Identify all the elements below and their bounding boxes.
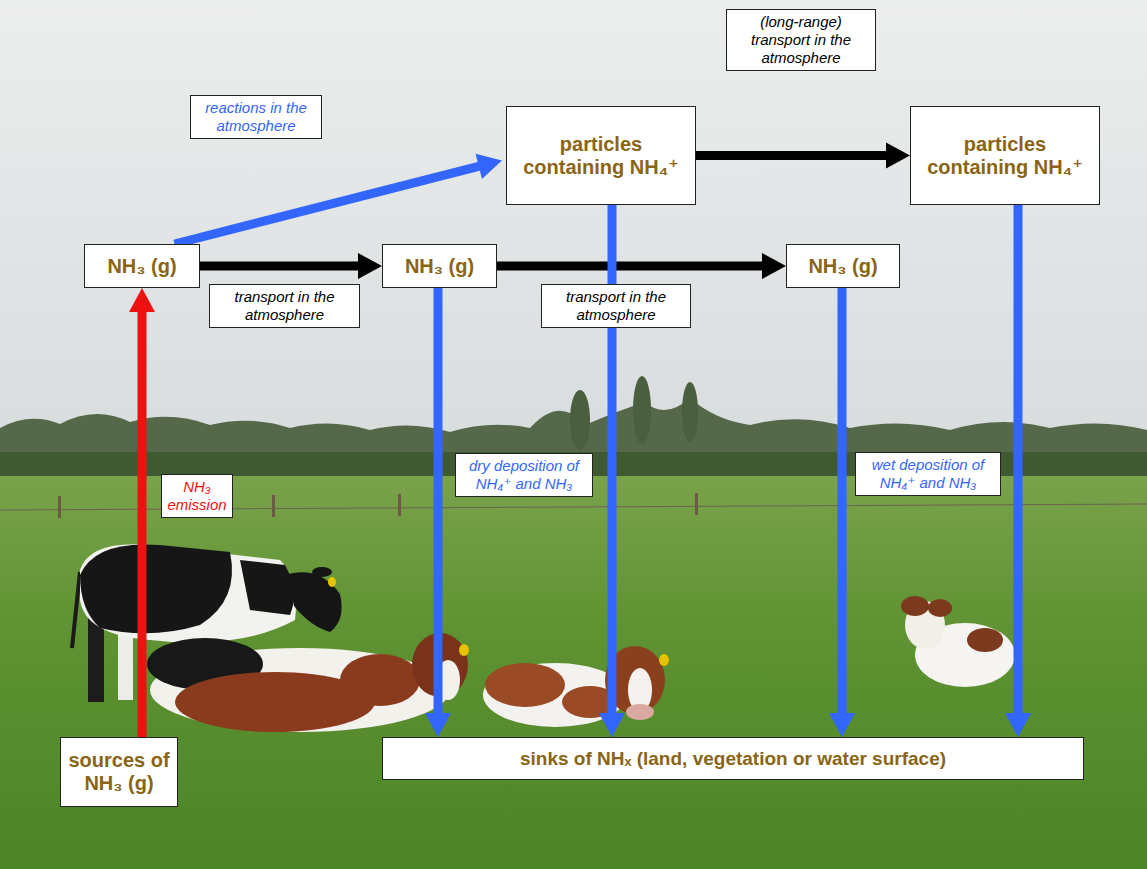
cow-patch (485, 663, 565, 707)
node-text: NH₃ (g) (107, 255, 176, 278)
arrow-head (829, 713, 855, 737)
cow-patch (901, 596, 929, 616)
cow-head (288, 572, 342, 632)
node-text: sinks of NHₓ (land, vegetation or water … (520, 748, 946, 770)
node-text: particles containing NH₄⁺ (917, 133, 1093, 179)
arrow-head (476, 154, 502, 179)
cow (901, 596, 1015, 687)
cow-muzzle (626, 704, 654, 720)
flow-arrow (174, 154, 502, 244)
arrow-shaft (696, 151, 888, 160)
sink-box: sinks of NHₓ (land, vegetation or water … (382, 737, 1084, 780)
sky (0, 0, 1147, 480)
arrow-head (129, 288, 155, 312)
edge-label: wet deposition of NH₄⁺ and NH₃ (855, 452, 1001, 496)
gas-box: NH₃ (g) (382, 244, 497, 288)
cow-patch (80, 544, 232, 633)
arrow-head (886, 143, 910, 169)
node-text: NH₃ (g) (808, 255, 877, 278)
ear-tag (328, 577, 336, 587)
gas-box: NH₃ (g) (786, 244, 900, 288)
flow-arrow (829, 288, 855, 737)
gas-box: NH₃ (g) (84, 244, 200, 288)
poplar-tree (570, 390, 590, 450)
poplar-tree (633, 376, 651, 444)
flow-arrow (1005, 205, 1031, 737)
ear-tag (459, 644, 469, 656)
arrow-head (1005, 713, 1031, 737)
cow-tail (72, 572, 80, 648)
particle-box: particles containing NH₄⁺ (910, 106, 1100, 205)
poplar-tree (682, 382, 698, 442)
edge-label: NH₃ emission (161, 474, 233, 518)
arrow-shaft (174, 166, 480, 244)
cow-patch (340, 654, 420, 706)
edge-label: transport in the atmosphere (541, 284, 691, 328)
arrow-head (358, 253, 382, 279)
grass-field (0, 476, 1147, 869)
fence-post (398, 494, 401, 516)
edge-label: (long-range) transport in the atmosphere (726, 9, 876, 71)
flow-arrow (497, 253, 786, 279)
source-box: sources of NH₃ (g) (60, 737, 178, 807)
fence-post (272, 495, 275, 517)
cow-patch (240, 560, 294, 615)
particle-box: particles containing NH₄⁺ (506, 106, 696, 205)
cow (483, 646, 669, 727)
arrow-shaft (838, 288, 847, 715)
flow-arrow (200, 253, 382, 279)
flow-arrow (696, 143, 910, 169)
ear-tag (659, 654, 669, 666)
fence-post (58, 496, 61, 518)
node-text: NH₃ (g) (405, 255, 474, 278)
cow-ear (312, 567, 332, 577)
arrow-shaft (138, 310, 147, 737)
cow (147, 633, 469, 732)
flow-arrow (425, 288, 451, 737)
arrow-shaft (497, 262, 764, 271)
edge-label: reactions in the atmosphere (190, 95, 322, 139)
fence-post (695, 493, 698, 515)
arrow-head (425, 713, 451, 737)
node-text: particles containing NH₄⁺ (513, 133, 689, 179)
arrow-shaft (608, 205, 617, 715)
arrow-head (762, 253, 786, 279)
edge-label: dry deposition of NH₄⁺ and NH₃ (455, 453, 593, 497)
edge-label: transport in the atmosphere (209, 284, 360, 328)
cow-body (80, 544, 296, 642)
arrow-shaft (1014, 205, 1023, 715)
arrow-head (599, 713, 625, 737)
cow-patch (928, 599, 952, 617)
cow-patch (967, 628, 1003, 652)
node-text: sources of NH₃ (g) (67, 749, 171, 795)
arrow-shaft (200, 262, 360, 271)
cow-leg (88, 618, 104, 702)
flow-arrow (129, 288, 155, 737)
arrow-shaft (434, 288, 443, 715)
